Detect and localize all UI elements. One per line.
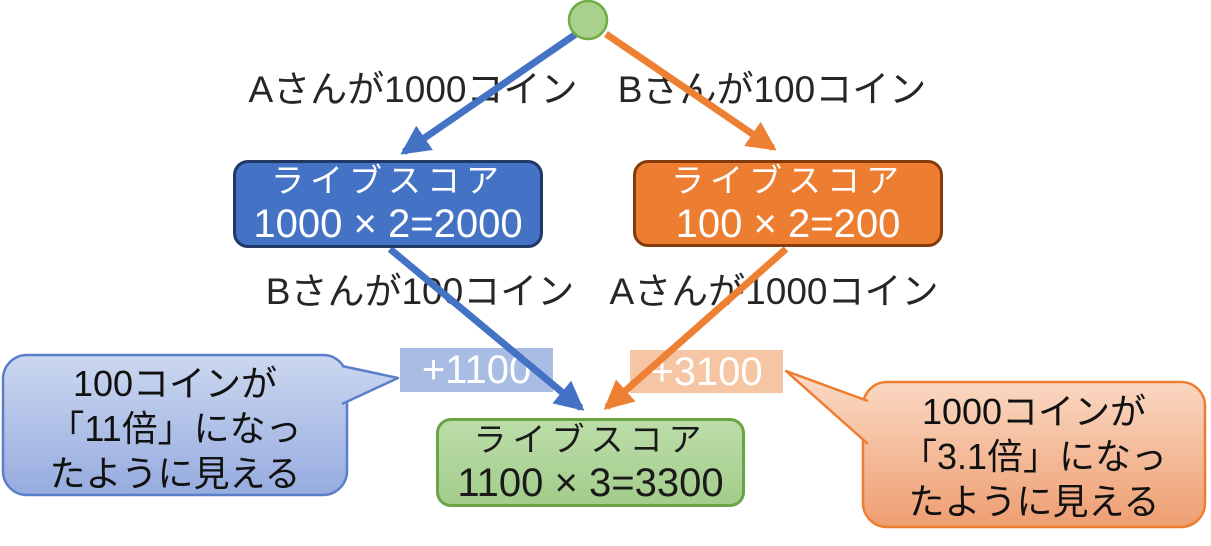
arrow-start-to-right-node — [604, 31, 777, 151]
node-live-score-right: ライブスコア 100 × 2=200 — [633, 160, 943, 247]
edge-label-bottom-right: Aさんが1000コイン — [609, 271, 939, 312]
arrow-start-to-left-node — [400, 31, 578, 155]
callout-bubble-right-tail — [784, 369, 869, 445]
callout-line: 「3.1倍」になっ — [900, 436, 1168, 477]
node-live-score-left: ライブスコア 1000 × 2=2000 — [233, 160, 543, 248]
node-title: ライブスコア — [671, 161, 905, 199]
callout-right-text: 1000コインが 「3.1倍」になっ たように見える — [868, 389, 1200, 524]
arrow-right-node-to-bottom-node — [603, 246, 789, 410]
node-live-score-bottom: ライブスコア 1100 × 3=3300 — [436, 418, 745, 507]
node-formula: 1100 × 3=3300 — [457, 460, 724, 505]
delta-badge-right: +3100 — [630, 350, 783, 394]
arrow-left-node-to-bottom-node — [387, 246, 585, 411]
callout-left-text: 100コインが 「11倍」になっ たように見える — [8, 361, 342, 496]
edge-label-top-left: Aさんが1000コイン — [248, 69, 578, 110]
node-formula: 100 × 2=200 — [675, 201, 901, 246]
node-title: ライブスコア — [271, 162, 505, 199]
callout-line: 1000コインが — [921, 391, 1147, 432]
callout-bubble-right — [861, 380, 1207, 529]
node-title: ライブスコア — [473, 420, 708, 458]
node-formula: 1000 × 2=2000 — [253, 202, 523, 246]
callout-line: 100コインが — [72, 363, 278, 404]
callout-line: たように見える — [49, 453, 301, 494]
callout-line: たように見える — [908, 481, 1160, 522]
callout-bubble-left-tail — [341, 364, 400, 406]
start-node-circle — [567, 0, 609, 41]
callout-line: 「11倍」になっ — [48, 408, 302, 449]
